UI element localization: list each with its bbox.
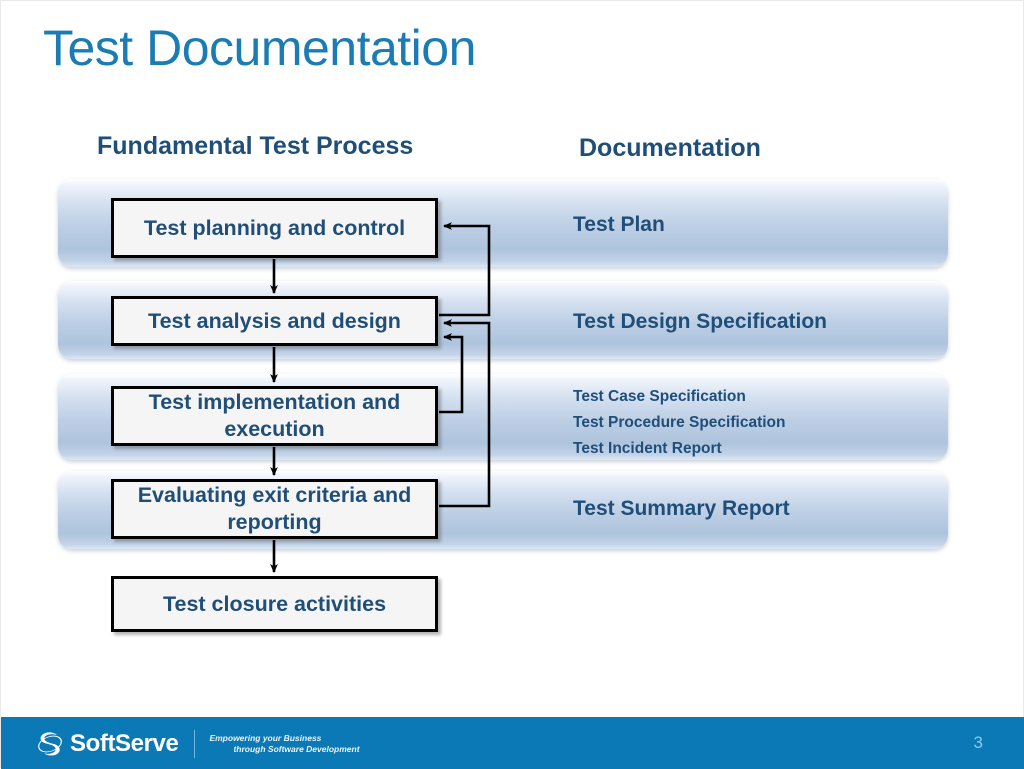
doc-line-test-incident-report: Test Incident Report (573, 440, 722, 457)
process-box-test-planning-and-control[interactable]: Test planning and control (111, 198, 438, 258)
tagline-line-1: Empowering your Business (209, 733, 322, 743)
page-title: Test Documentation (43, 20, 476, 76)
column-header-documentation: Documentation (579, 134, 761, 162)
process-box-test-implementation-and-execution[interactable]: Test implementation and execution (111, 386, 438, 446)
softserve-tagline: Empowering your Business through Softwar… (209, 733, 359, 755)
tagline-line-2: through Software Development (233, 744, 360, 754)
column-header-process: Fundamental Test Process (97, 132, 414, 160)
doc-line-test-procedure-specification: Test Procedure Specification (573, 414, 786, 431)
doc-label-test-plan: Test Plan (573, 213, 665, 236)
process-box-evaluating-exit-criteria-and-reporting[interactable]: Evaluating exit criteria and reporting (111, 479, 438, 539)
page-number: 3 (973, 733, 983, 752)
softserve-logo: SoftServe Empowering your Business throu… (35, 727, 360, 761)
process-box-test-closure-activities[interactable]: Test closure activities (111, 576, 438, 632)
doc-line-test-case-specification: Test Case Specification (573, 388, 746, 405)
doc-label-test-summary-report: Test Summary Report (573, 497, 790, 520)
softserve-wordmark: SoftServe (70, 730, 179, 757)
softserve-s-swirl-icon (38, 732, 62, 756)
doc-label-test-design-specification: Test Design Specification (573, 310, 827, 333)
doc-label-group-implementation: Test Case Specification Test Procedure S… (573, 384, 785, 462)
footer-bar (1, 717, 1024, 769)
logo-divider (194, 730, 196, 758)
process-box-test-analysis-and-design[interactable]: Test analysis and design (111, 296, 438, 346)
